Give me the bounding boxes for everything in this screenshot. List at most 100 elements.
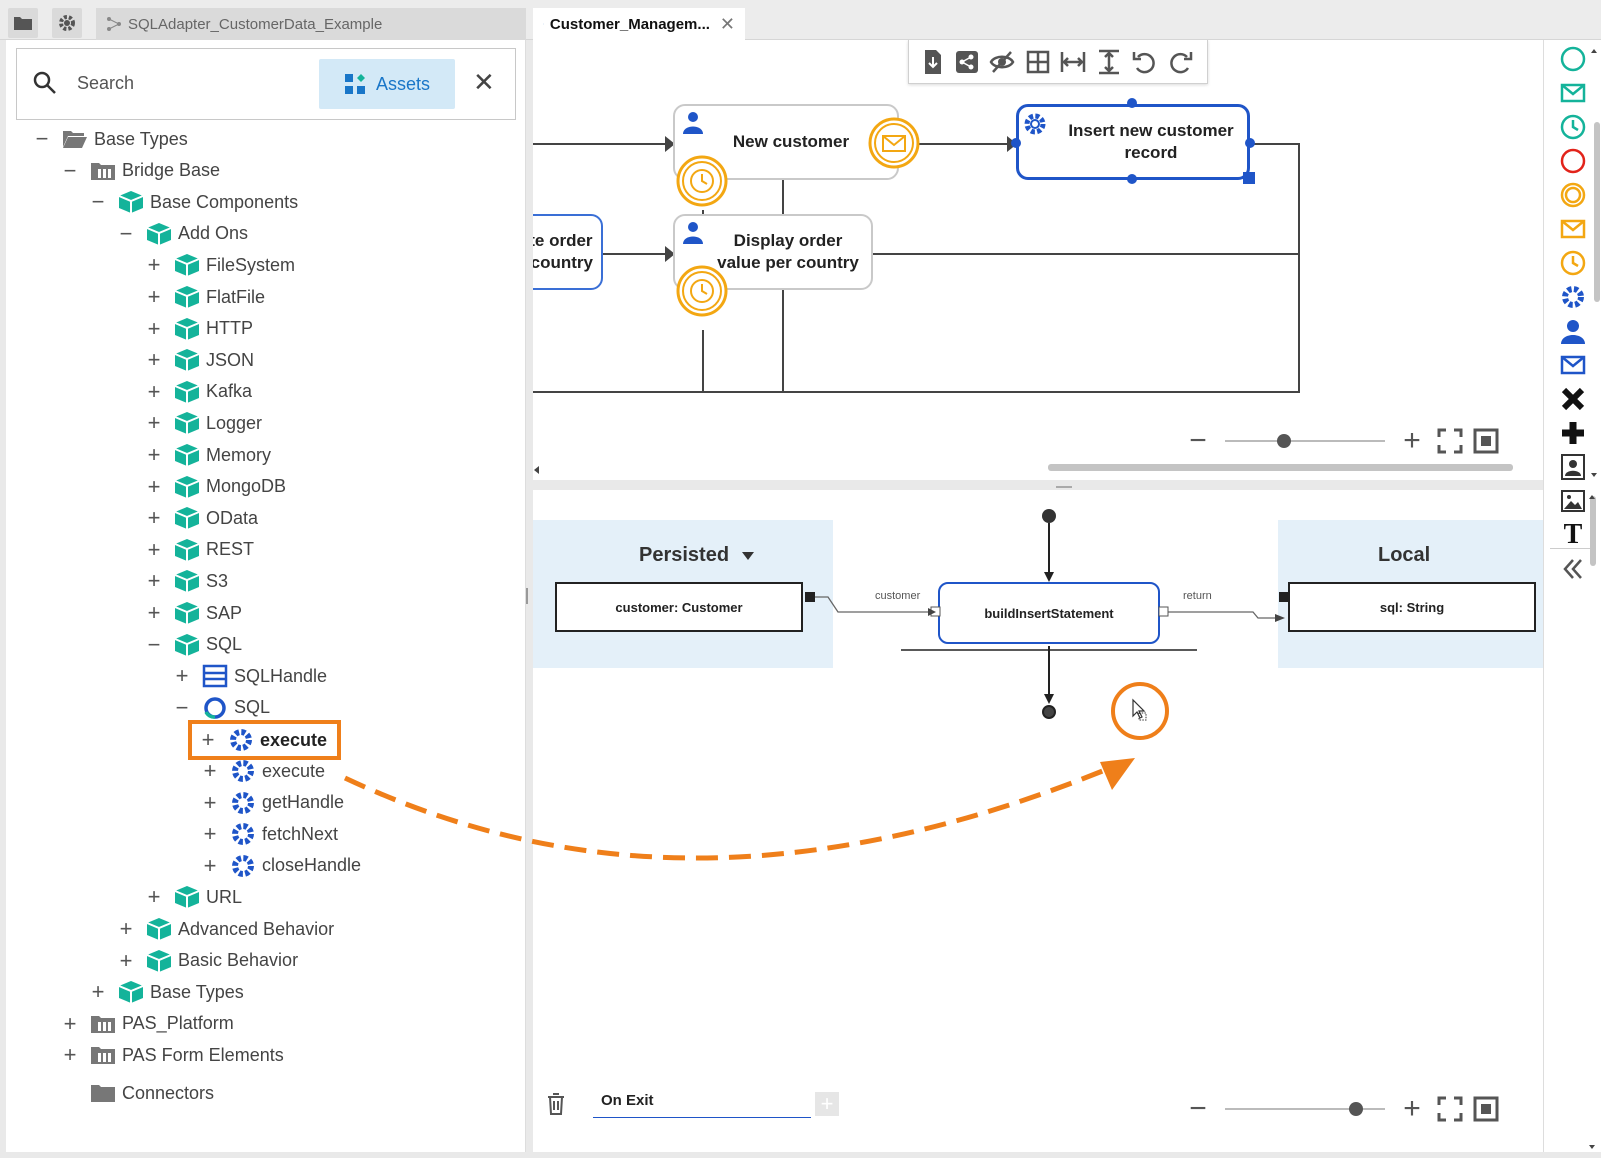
expand-icon[interactable]: + [147, 315, 161, 341]
tab-on-exit[interactable]: On Exit [593, 1092, 811, 1118]
tree-item[interactable]: +closeHandle [198, 851, 361, 881]
scroll-left-icon[interactable] [533, 462, 541, 474]
close-icon[interactable]: ✕ [719, 13, 735, 34]
tree-item[interactable]: +Kafka [142, 377, 252, 407]
tree-item[interactable]: −Bridge Base [58, 156, 221, 186]
tree-item[interactable]: +MongoDB [142, 472, 286, 502]
collapse-icon[interactable]: − [119, 220, 133, 246]
expand-icon[interactable]: + [147, 505, 161, 531]
expand-icon[interactable]: + [63, 1042, 77, 1068]
tree-item[interactable]: −Base Types [30, 124, 188, 154]
palette-scrollbar[interactable] [1594, 122, 1600, 302]
palette-start-event[interactable] [1558, 44, 1588, 74]
folder-button[interactable] [8, 8, 38, 38]
palette-timer-start[interactable] [1558, 112, 1588, 142]
collapse-icon[interactable]: − [91, 189, 105, 215]
zoom-slider-knob[interactable] [1349, 1102, 1363, 1116]
tree-item[interactable]: +SQLHandle [170, 661, 327, 691]
fullscreen-icon[interactable] [1437, 428, 1463, 454]
persisted-title[interactable]: Persisted [639, 544, 755, 567]
zoom-in-icon[interactable]: + [1403, 424, 1421, 457]
tree-item[interactable]: +PAS Form Elements [58, 1040, 284, 1070]
tree-item[interactable]: +Advanced Behavior [114, 914, 334, 944]
operation-build-insert-statement[interactable]: buildInsertStatement [938, 582, 1160, 644]
grid-icon[interactable] [1026, 50, 1050, 74]
expand-icon[interactable]: + [175, 663, 189, 689]
expand-icon[interactable]: + [91, 979, 105, 1005]
collapse-icon[interactable]: − [63, 157, 77, 183]
fit-view-icon[interactable] [1473, 1096, 1499, 1122]
timer-event-icon[interactable] [675, 264, 729, 318]
tree-item[interactable]: +FileSystem [142, 250, 295, 280]
expand-icon[interactable]: + [147, 284, 161, 309]
zoom-slider[interactable] [1225, 434, 1385, 448]
fit-height-icon[interactable] [1097, 49, 1121, 75]
collapse-icon[interactable]: − [147, 631, 161, 657]
tree-item[interactable]: +SAP [142, 598, 242, 628]
tree-item[interactable]: +S3 [142, 566, 228, 596]
palette-exclusive-gateway[interactable] [1558, 384, 1588, 414]
task-insert-customer[interactable]: Insert new customer record [1016, 104, 1250, 180]
expand-icon[interactable]: + [147, 568, 161, 594]
expand-icon[interactable]: + [147, 473, 161, 499]
fullscreen-icon[interactable] [1437, 1096, 1463, 1122]
tree-item[interactable]: +Basic Behavior [114, 946, 298, 976]
zoom-out-icon[interactable]: − [1189, 424, 1207, 457]
tree-item[interactable]: +getHandle [198, 788, 344, 818]
tree-item[interactable]: +PAS_Platform [58, 1009, 234, 1039]
hide-icon[interactable] [989, 50, 1015, 74]
tree-item[interactable]: +Base Types [86, 977, 244, 1007]
expand-icon[interactable]: + [119, 947, 133, 973]
expand-icon[interactable]: + [201, 727, 215, 753]
expand-icon[interactable]: + [147, 378, 161, 404]
search-input[interactable]: Search [77, 73, 135, 93]
expand-icon[interactable]: + [203, 789, 217, 815]
expand-icon[interactable]: + [203, 852, 217, 878]
tree-item[interactable]: +OData [142, 503, 258, 533]
panel-resize-grip[interactable] [526, 588, 530, 604]
expand-icon[interactable]: + [147, 252, 161, 278]
palette-intermediate-message[interactable] [1558, 214, 1588, 244]
zoom-slider[interactable] [1225, 1102, 1385, 1116]
zoom-slider-knob[interactable] [1277, 434, 1291, 448]
tree-item[interactable]: Connectors [58, 1078, 214, 1108]
resize-handle[interactable] [1127, 98, 1137, 108]
tree-item[interactable]: +HTTP [142, 314, 253, 344]
scroll-up-icon[interactable] [1588, 488, 1596, 506]
fit-width-icon[interactable] [1060, 50, 1086, 74]
zoom-in-icon[interactable]: + [1403, 1092, 1421, 1125]
palette-intermediate-timer[interactable] [1558, 248, 1588, 278]
clear-search-icon[interactable]: ✕ [473, 67, 495, 97]
expand-icon[interactable]: + [147, 536, 161, 562]
collapse-palette-icon[interactable] [1558, 554, 1588, 584]
output-variable[interactable]: sql: String [1288, 582, 1536, 632]
redo-icon[interactable] [1168, 49, 1194, 75]
tree-item[interactable]: +fetchNext [198, 819, 338, 849]
palette-participant[interactable] [1558, 452, 1588, 482]
palette-intermediate-event[interactable] [1558, 180, 1588, 210]
expand-icon[interactable]: + [119, 916, 133, 941]
mapping-scrollbar[interactable] [1590, 496, 1596, 566]
expand-icon[interactable]: + [147, 600, 161, 625]
share-icon[interactable] [955, 50, 979, 74]
input-variable[interactable]: customer: Customer [555, 582, 803, 632]
tree-item[interactable]: −SQL [170, 693, 270, 723]
expand-icon[interactable]: + [147, 884, 161, 910]
task-order-country[interactable]: ate order r country [533, 214, 603, 290]
resize-handle[interactable] [1011, 138, 1021, 148]
zoom-out-icon[interactable]: − [1189, 1092, 1207, 1125]
collapse-icon[interactable]: − [175, 694, 189, 720]
fit-view-icon[interactable] [1473, 428, 1499, 454]
expand-icon[interactable]: + [203, 821, 217, 847]
tree-item[interactable]: +JSON [142, 345, 254, 375]
palette-message-start[interactable] [1558, 78, 1588, 108]
tree-item[interactable]: −Base Components [86, 187, 298, 217]
palette-parallel-gateway[interactable] [1558, 418, 1588, 448]
tab-customer-management[interactable]: Customer_Managem... ✕ [533, 8, 745, 40]
tree-item-highlighted[interactable]: +execute [187, 720, 342, 761]
tree-item[interactable]: +URL [142, 882, 242, 912]
chevron-down-icon[interactable] [741, 551, 755, 561]
tree-item[interactable]: −Add Ons [114, 219, 248, 249]
resize-handle[interactable] [1127, 174, 1137, 184]
palette-send-task[interactable] [1558, 350, 1588, 380]
